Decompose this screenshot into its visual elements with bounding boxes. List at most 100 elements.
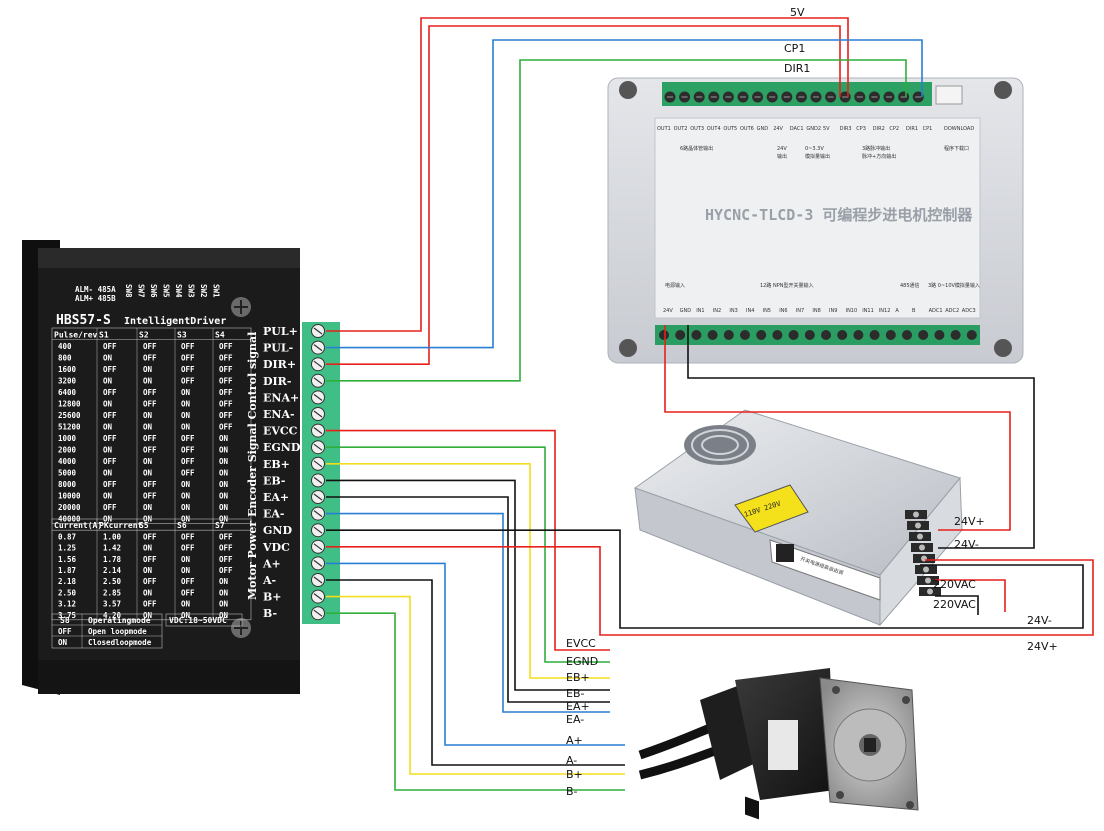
- label-cp1: CP1: [784, 42, 805, 55]
- controller-bottom-screw[interactable]: [675, 330, 686, 340]
- table-cell: 3200: [58, 377, 77, 386]
- table-cell: OFF: [219, 377, 233, 386]
- table-cell: OFF: [143, 532, 157, 541]
- controller-top-note: 6路晶体管输出: [680, 145, 713, 152]
- controller-bottom-port: ADC2: [945, 308, 959, 314]
- controller-top-port: OUT6: [740, 126, 754, 132]
- wire: [326, 59, 907, 382]
- table-cell: 800: [58, 354, 72, 363]
- table-cell: ON: [181, 566, 191, 575]
- table-cell: OFF: [143, 555, 157, 564]
- table-cell: ON: [143, 611, 153, 620]
- controller-bottom-screw[interactable]: [837, 330, 848, 340]
- controller-bottom-screw[interactable]: [707, 330, 718, 340]
- controller-bottom-screw[interactable]: [902, 330, 912, 340]
- controller-top-note: 脉冲+方向输出: [862, 153, 896, 160]
- table-cell: 1000: [58, 434, 77, 443]
- controller-bottom-port: IN9: [829, 308, 837, 314]
- table-cell: OFF: [181, 469, 195, 478]
- controller-top-note: 0~3.3V: [805, 146, 824, 152]
- controller-top-port: 5V: [823, 126, 830, 132]
- download-label: DOWNLOAD: [944, 126, 974, 132]
- table-cell: ON: [181, 611, 191, 620]
- controller-bottom-screw[interactable]: [788, 330, 799, 340]
- controller-top-note: 模拟量输出: [805, 153, 830, 160]
- table-cell: OFF: [103, 480, 117, 489]
- wire: [326, 446, 610, 663]
- controller-bottom-note: 电源输入: [665, 282, 685, 289]
- controller-bottom-screw[interactable]: [756, 330, 767, 340]
- mount-hole: [994, 81, 1012, 99]
- table-cell: OFF: [103, 365, 117, 374]
- psu-terminal-strip: [905, 510, 941, 596]
- controller-bottom-screw[interactable]: [934, 330, 945, 340]
- table-cell: OFF: [219, 342, 233, 351]
- wire: [687, 325, 1035, 549]
- controller-bottom-screw[interactable]: [853, 330, 864, 340]
- wire: [326, 429, 610, 651]
- wire: [326, 462, 610, 679]
- controller-bottom-screw[interactable]: [885, 330, 896, 340]
- table-cell: OFF: [219, 400, 233, 409]
- table-cell: ON: [103, 423, 113, 432]
- controller-bottom-port: A: [895, 308, 899, 314]
- wire: [326, 39, 923, 349]
- table-cell: OFF: [219, 566, 233, 575]
- table-cell: OFF: [143, 492, 157, 501]
- table-header: S1: [99, 331, 109, 340]
- controller-bottom-screw[interactable]: [966, 330, 977, 340]
- table-cell: 4.20: [103, 611, 122, 620]
- controller-bottom-screw[interactable]: [918, 330, 929, 340]
- mode-cell: Open loopmode: [88, 627, 147, 636]
- table-cell: 20000: [58, 503, 81, 512]
- controller-title: HYCNC-TLCD-3 可编程步进电机控制器: [705, 206, 973, 224]
- wires: [326, 17, 1094, 791]
- table-cell: ON: [143, 566, 153, 575]
- controller-bottom-screw[interactable]: [821, 330, 831, 340]
- table-cell: OFF: [219, 423, 233, 432]
- controller-bottom-screw[interactable]: [772, 330, 783, 340]
- label-psu-24vp: 24V+: [954, 515, 985, 528]
- controller-top-port: DIR2: [873, 126, 885, 132]
- terminal-label: A-: [262, 574, 276, 587]
- label-bp: B+: [566, 768, 583, 781]
- label-bm: B-: [566, 785, 578, 798]
- table-header: PKcurrent: [99, 521, 143, 530]
- controller-bottom-port: B: [912, 308, 916, 314]
- wire: [326, 595, 625, 775]
- controller-bottom-screw[interactable]: [691, 330, 702, 340]
- wire: [935, 579, 1006, 612]
- table-cell: OFF: [219, 532, 233, 541]
- controller-bottom-screw[interactable]: [950, 330, 961, 340]
- label-eam: EA-: [566, 713, 584, 726]
- controller-bottom-screw[interactable]: [869, 330, 880, 340]
- table-cell: OFF: [143, 342, 157, 351]
- controller-bottom-screw[interactable]: [723, 330, 734, 340]
- wire-labels: 5V CP1 DIR1 EVCC EGND EB+ EB- EA+ EA- A+…: [566, 6, 1058, 798]
- controller-top-port: OUT1: [657, 126, 671, 132]
- table-cell: OFF: [219, 388, 233, 397]
- controller-bottom-port: IN1: [696, 308, 704, 314]
- terminal-label: VDC: [262, 541, 290, 554]
- table-cell: OFF: [219, 555, 233, 564]
- table-cell: ON: [219, 434, 229, 443]
- controller-bottom-screw[interactable]: [740, 330, 750, 340]
- terminal-label: PUL+: [263, 325, 298, 338]
- table-cell: ON: [143, 457, 153, 466]
- terminal-label: ENA-: [263, 408, 295, 421]
- table-header: Pulse/rev: [54, 331, 98, 340]
- controller-bottom-screw[interactable]: [804, 330, 815, 340]
- table-cell: 400: [58, 342, 72, 351]
- controller-top-port: DIR1: [906, 126, 918, 132]
- terminal-label: B+: [263, 591, 282, 604]
- table-cell: ON: [103, 492, 113, 501]
- table-cell: 2.18: [58, 577, 77, 586]
- label-eap: EA+: [566, 700, 590, 713]
- controller-bottom-screw[interactable]: [659, 330, 669, 340]
- table-cell: OFF: [143, 480, 157, 489]
- wire: [326, 545, 1094, 636]
- mode-cell: Closedloopmode: [88, 638, 152, 647]
- terminal-label: B-: [263, 607, 277, 620]
